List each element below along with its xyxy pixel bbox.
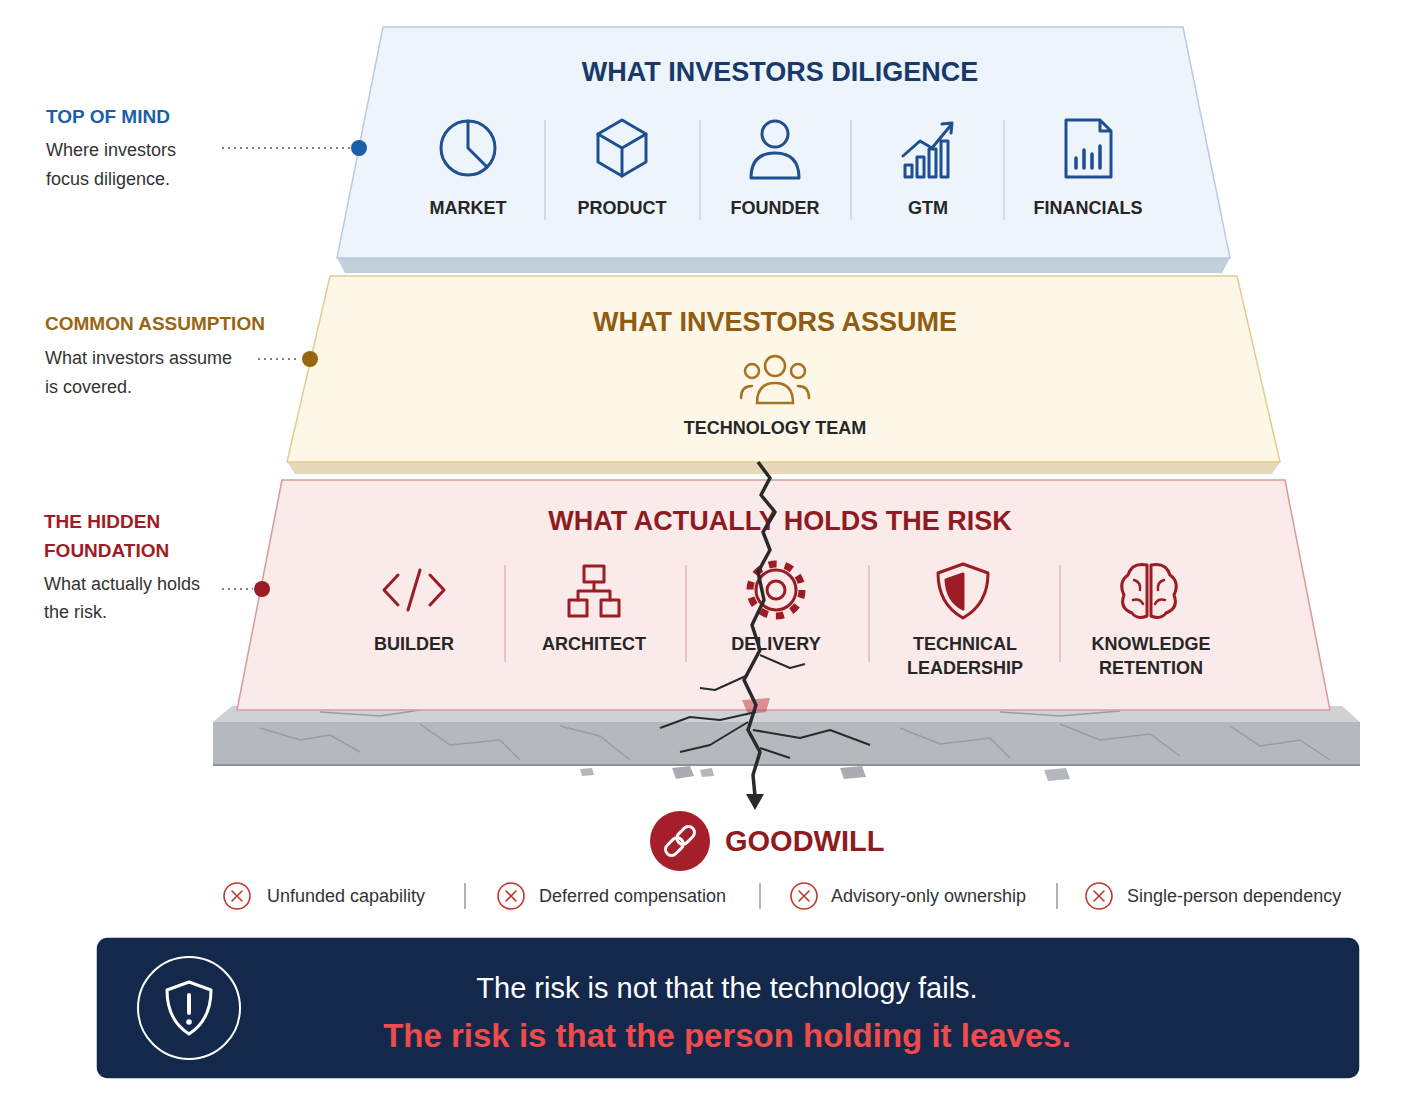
band-shadow-part (337, 258, 1230, 273)
diligence-band: WHAT INVESTORS DILIGENCE MARKET PRODUCT FOU… (337, 27, 1230, 258)
crack-part (840, 766, 866, 779)
goodwill-icon-part-part (674, 824, 697, 847)
cross-icon-part (1086, 883, 1112, 909)
category-label: BUILDER (339, 632, 489, 656)
category-label: PRODUCT (552, 196, 692, 220)
crack-part (672, 766, 694, 779)
cross-icon-part (506, 891, 516, 901)
foundation-slab (213, 706, 1360, 765)
callout-heading: TOP OF MIND (46, 104, 266, 130)
message-line: The risk is not that the technology fail… (177, 970, 1277, 1006)
crack-part (746, 794, 764, 810)
cross-icon-part (224, 883, 250, 909)
band-heading: WHAT INVESTORS ASSUME (375, 306, 1175, 338)
goodwill-icon (650, 811, 710, 871)
category-label: ARCHITECT (519, 632, 669, 656)
goodwill-icon-part (663, 824, 697, 858)
risk-item: Deferred compensation (539, 884, 759, 908)
item-separator-part (759, 883, 761, 909)
item-separator-part (464, 883, 466, 909)
category-label: KNOWLEDGE RETENTION (1076, 632, 1226, 680)
cross-icon-part (498, 883, 524, 909)
category-label: TECHNICAL LEADERSHIP (890, 632, 1040, 680)
category-label: FOUNDER (705, 196, 845, 220)
foundation-slab-part (213, 722, 1360, 765)
leader-line-part (222, 147, 350, 149)
crack-part (580, 768, 594, 776)
callout-heading: THE HIDDEN FOUNDATION (44, 507, 194, 565)
category-label: DELIVERY (701, 632, 851, 656)
crack-part (1044, 768, 1070, 781)
category-label: FINANCIALS (1013, 196, 1163, 220)
message-box-outline (97, 938, 1359, 1078)
cross-icon (224, 883, 1112, 909)
risk-band: WHAT ACTUALLY HOLDS THE RISK BUILDER ARCHI… (237, 480, 1330, 710)
message-emphasis: The risk is that the person holding it l… (177, 1016, 1277, 1056)
callout-body: Where investors focus diligence. (46, 136, 206, 194)
assumption-band-shape (287, 276, 1280, 462)
message-box-shape (98, 939, 1359, 1078)
callout-body: What investors assume is covered. (45, 344, 241, 402)
cross-icon-part (232, 891, 242, 901)
callout-heading: COMMON ASSUMPTION (45, 311, 305, 337)
band-heading: WHAT ACTUALLY HOLDS THE RISK (330, 505, 1230, 537)
cross-icon-part (1094, 891, 1104, 901)
risk-item: Advisory-only ownership (831, 884, 1061, 908)
diligence-band-shape (337, 27, 1230, 258)
callout-body: What actually holds the risk. (44, 570, 216, 626)
risk-item: Single-person dependency (1127, 884, 1377, 908)
cross-icon-part (799, 891, 809, 901)
foundation-slab-part (260, 710, 1330, 760)
category-label: TECHNOLOGY TEAM (625, 416, 925, 440)
band-shadow (287, 258, 1280, 474)
category-label: GTM (858, 196, 998, 220)
leader-line-part (222, 588, 253, 590)
goodwill-icon-part (650, 811, 710, 871)
cross-icon-part (791, 883, 817, 909)
message-box: The risk is not that the technology fail… (97, 938, 1359, 1078)
band-shadow-part (287, 462, 1280, 474)
category-label: MARKET (398, 196, 538, 220)
goodwill-icon-part-part (663, 835, 686, 858)
band-heading: WHAT INVESTORS DILIGENCE (380, 56, 1180, 88)
foundation-slab-part (213, 764, 1360, 766)
goodwill-label: GOODWILL (725, 823, 1025, 859)
item-separator-part (1056, 883, 1058, 909)
leader-line-part (258, 358, 300, 360)
assumption-band: WHAT INVESTORS ASSUME TECHNOLOGY TEAM (287, 276, 1280, 462)
crack-part (700, 768, 714, 777)
risk-item: Unfunded capability (267, 884, 467, 908)
risk-band-shape (237, 480, 1330, 710)
